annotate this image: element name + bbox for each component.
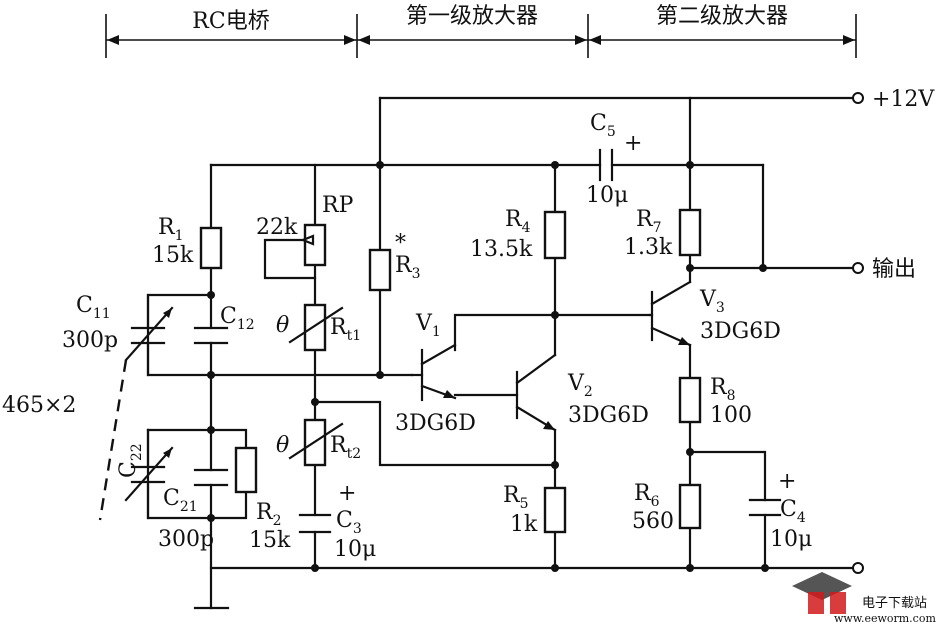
labels: R1 15k C11 300p C12 465×2 C22 C21 300p R… bbox=[2, 111, 812, 562]
capacitor-c21 bbox=[193, 468, 229, 487]
thermistor-rt1-slash bbox=[288, 306, 344, 344]
capacitor-c11 bbox=[124, 293, 174, 377]
supply-label: +12V bbox=[872, 87, 935, 112]
supply-terminal bbox=[852, 92, 864, 104]
rt2-theta: θ bbox=[276, 433, 289, 458]
c4-plus: + bbox=[778, 469, 796, 494]
rt2-label: Rt2 bbox=[330, 433, 361, 462]
section-header: RC电桥 第一级放大器 第二级放大器 bbox=[105, 4, 857, 58]
section-stage2-label: 第二级放大器 bbox=[656, 4, 788, 29]
r1-label: R1 bbox=[158, 215, 184, 244]
r8-value: 100 bbox=[710, 403, 752, 428]
r3-label: R3 bbox=[395, 253, 421, 282]
capacitor-c22 bbox=[124, 428, 174, 520]
gang-capacitor-label: 465×2 bbox=[2, 393, 76, 418]
v2-type: 3DG6D bbox=[568, 403, 649, 428]
r8-label: R8 bbox=[710, 375, 736, 404]
resistor-r5 bbox=[543, 486, 567, 534]
r7-label: R7 bbox=[636, 207, 662, 236]
resistor-r3 bbox=[368, 248, 392, 292]
capacitor-c12 bbox=[193, 326, 229, 345]
capacitor-c3 bbox=[298, 513, 332, 534]
c5-label: C5 bbox=[590, 111, 616, 140]
watermark: 电子下载站 www.eeworm.com bbox=[792, 572, 936, 625]
r4-value: 13.5k bbox=[470, 237, 533, 262]
v3-type: 3DG6D bbox=[700, 319, 781, 344]
output-terminal bbox=[852, 262, 864, 274]
section-rc-bridge-label: RC电桥 bbox=[192, 9, 269, 34]
c22-label: C22 bbox=[116, 443, 145, 478]
c11-value: 300p bbox=[62, 328, 118, 353]
c12-label: C12 bbox=[220, 304, 255, 333]
watermark-url: www.eeworm.com bbox=[834, 612, 936, 625]
r1-value: 15k bbox=[152, 243, 194, 268]
capacitor-c4 bbox=[748, 498, 782, 517]
r5-value: 1k bbox=[510, 512, 538, 537]
gang-link bbox=[98, 359, 128, 521]
c3-plus: + bbox=[338, 481, 356, 506]
logo-glyph-icon bbox=[808, 592, 846, 614]
r4-label: R4 bbox=[505, 207, 531, 236]
v1-label: V1 bbox=[415, 311, 441, 340]
ground-terminal bbox=[852, 562, 864, 574]
r2-label: R2 bbox=[256, 500, 282, 529]
resistor-r2 bbox=[234, 446, 258, 494]
rt1-label: Rt1 bbox=[330, 315, 361, 344]
transistor-v1 bbox=[410, 343, 457, 402]
v1-type: 3DG6D bbox=[395, 411, 476, 436]
resistor-r6 bbox=[678, 483, 702, 530]
watermark-brand: 电子下载站 bbox=[862, 596, 927, 611]
transistor-v3 bbox=[648, 280, 692, 347]
output-label: 输出 bbox=[872, 257, 916, 282]
c3-label: C3 bbox=[336, 508, 362, 537]
transistor-v2 bbox=[515, 353, 557, 432]
c11-label: C11 bbox=[76, 293, 111, 322]
capacitor-c5 bbox=[598, 148, 614, 182]
resistor-r8 bbox=[678, 376, 702, 424]
thermistor-rt1 bbox=[303, 303, 327, 352]
r6-value: 560 bbox=[632, 509, 674, 534]
resistor-r1 bbox=[199, 226, 223, 270]
r5-label: R5 bbox=[503, 483, 529, 512]
r3-mark: * bbox=[395, 231, 406, 256]
r6-label: R6 bbox=[634, 481, 660, 510]
v3-label: V3 bbox=[699, 287, 725, 316]
c5-value: 10μ bbox=[586, 183, 628, 208]
r7-value: 1.3k bbox=[624, 235, 673, 260]
c4-value: 10μ bbox=[770, 527, 812, 552]
c21-label: C21 bbox=[163, 486, 198, 515]
resistor-r4 bbox=[543, 210, 567, 260]
c21-value: 300p bbox=[158, 527, 214, 552]
v2-label: V2 bbox=[567, 371, 593, 400]
rp-value: 22k bbox=[256, 215, 298, 240]
thermistor-rt2-slash bbox=[288, 422, 344, 460]
c3-value: 10μ bbox=[334, 537, 376, 562]
section-stage1-label: 第一级放大器 bbox=[406, 4, 538, 29]
c4-label: C4 bbox=[780, 497, 806, 526]
r2-value: 15k bbox=[249, 528, 291, 553]
resistor-rp bbox=[303, 223, 327, 267]
rp-label: RP bbox=[322, 193, 354, 218]
junctions bbox=[207, 161, 769, 572]
rt1-theta: θ bbox=[276, 313, 289, 338]
c5-plus: + bbox=[624, 131, 642, 156]
resistor-r7 bbox=[678, 208, 702, 257]
